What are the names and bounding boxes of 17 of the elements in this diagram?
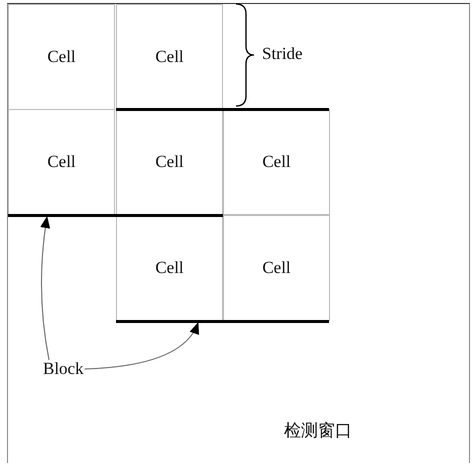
cell-label: Cell	[155, 47, 184, 67]
cell-label: Cell	[262, 152, 291, 172]
block-boundary-line	[116, 320, 329, 323]
cell-box	[8, 4, 115, 110]
cell-label: Cell	[47, 47, 76, 67]
cell-label: Cell	[155, 152, 184, 172]
block-boundary-line	[116, 108, 329, 111]
cell-label: Cell	[47, 152, 76, 172]
window-label: 检测窗口	[284, 420, 352, 442]
detection-window	[7, 3, 470, 463]
cell-label: Cell	[262, 258, 291, 278]
block-label: Block	[43, 359, 84, 379]
stride-label: Stride	[262, 44, 303, 64]
cell-label: Cell	[155, 258, 184, 278]
leader-arrow	[84, 322, 198, 370]
block-boundary-line	[8, 214, 223, 217]
leader-arrow	[40, 216, 50, 360]
